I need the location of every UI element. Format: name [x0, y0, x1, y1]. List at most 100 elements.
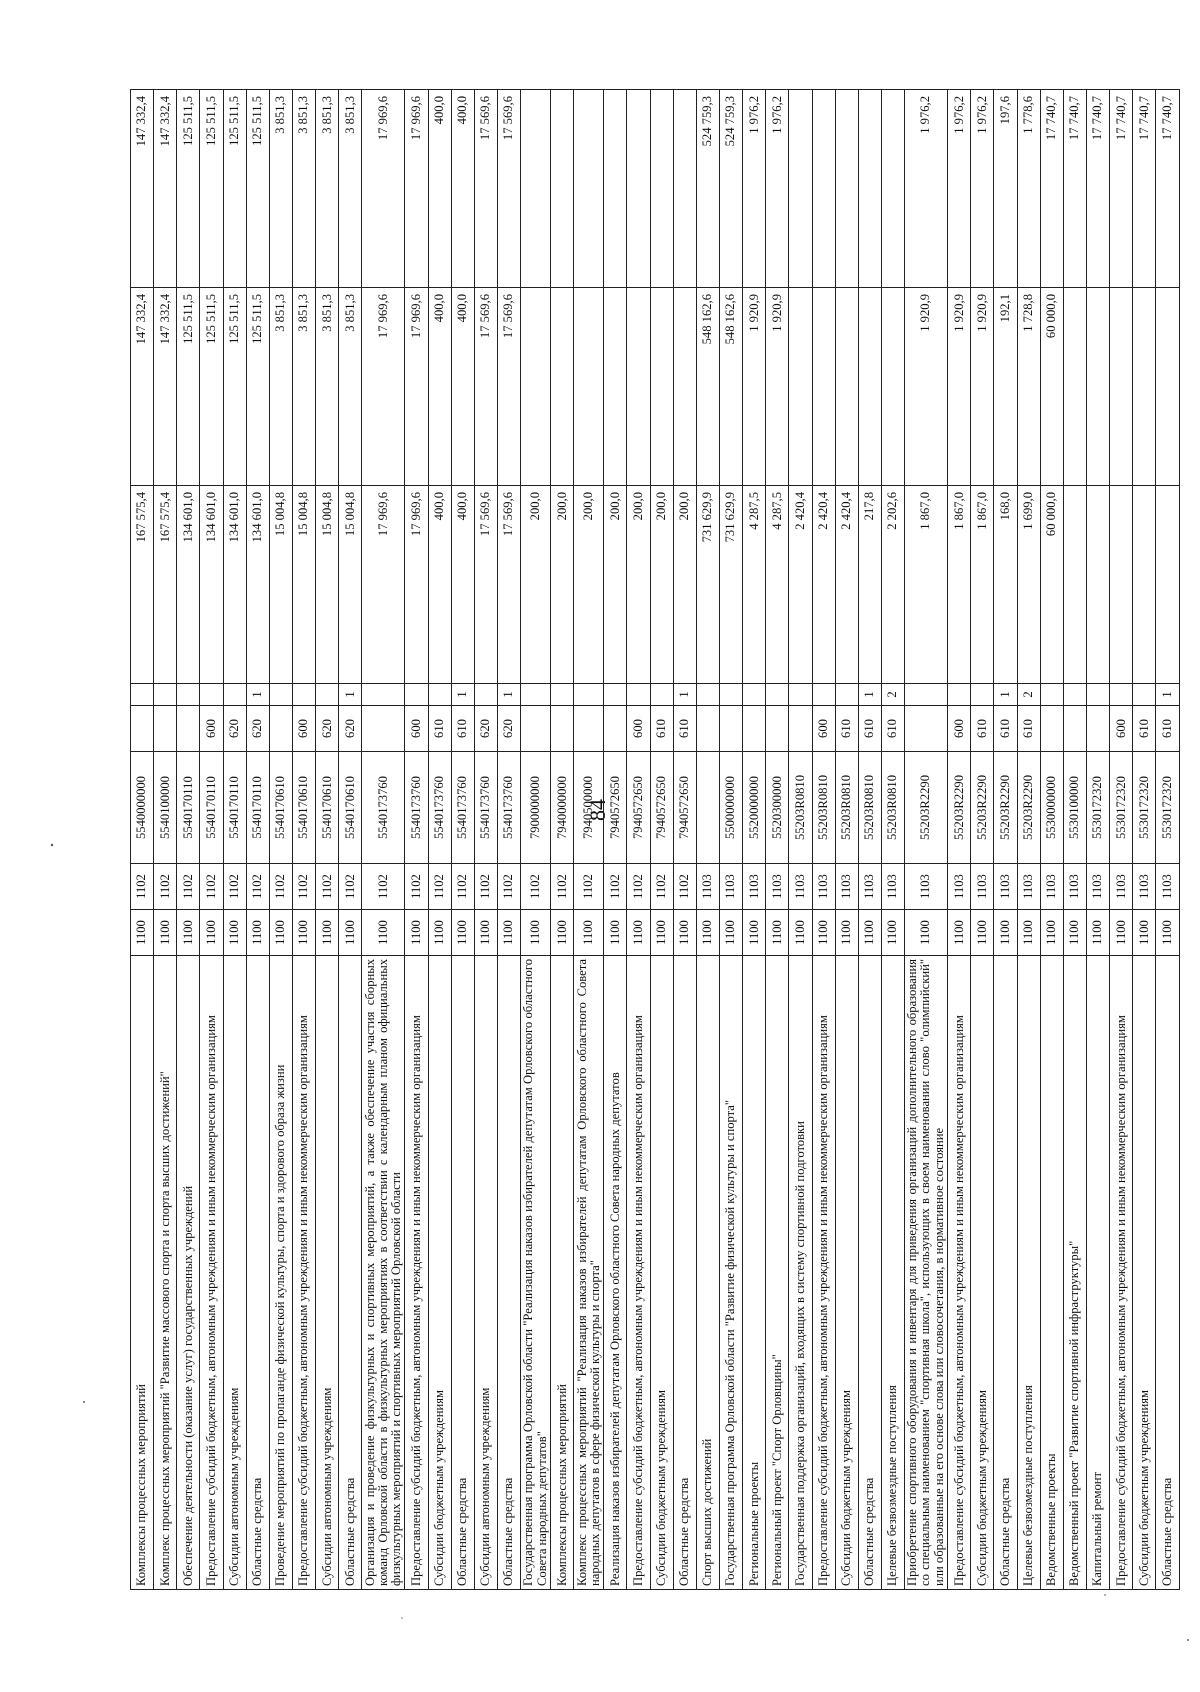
row-amount-3 — [858, 89, 882, 288]
row-section-code: 1100 — [881, 909, 905, 956]
row-source-code: 2 — [881, 683, 905, 706]
row-expense-type — [904, 705, 948, 752]
row-expense-type: 610 — [1132, 705, 1156, 752]
row-source-code — [474, 683, 498, 706]
row-amount-2: 1 728,8 — [1017, 287, 1041, 486]
row-expense-type: 600 — [947, 705, 971, 752]
row-name: Комплекс процессных мероприятий "Реализа… — [573, 955, 604, 1590]
row-target-article: 5540000000 — [130, 751, 154, 864]
row-amount-3 — [650, 89, 674, 288]
row-section-code: 1100 — [626, 909, 651, 956]
row-name: Областные средства — [1155, 955, 1180, 1590]
row-amount-2: 147 332,4 — [130, 287, 154, 486]
row-target-article: 5500000000 — [719, 751, 743, 864]
row-subsection-code: 1103 — [696, 863, 720, 910]
row-amount-1: 17 969,6 — [404, 485, 429, 684]
row-subsection-code: 1103 — [1040, 863, 1064, 910]
row-source-code: 1 — [246, 683, 270, 706]
row-target-article: 5530172320 — [1086, 751, 1110, 864]
row-name: Предоставление субсидий бюджетным, автон… — [626, 955, 651, 1590]
row-section-code: 1100 — [788, 909, 813, 956]
row-subsection-code: 1103 — [1155, 863, 1180, 910]
row-source-code — [520, 683, 551, 706]
row-amount-1: 134 601,0 — [199, 485, 224, 684]
row-amount-1: 2 420,4 — [835, 485, 859, 684]
table-row: Предоставление субсидий бюджетным, автон… — [947, 89, 971, 1590]
row-expense-type: 610 — [673, 705, 697, 752]
row-target-article: 5540170110 — [246, 751, 270, 864]
row-section-code: 1100 — [603, 909, 627, 956]
row-amount-1: 200,0 — [650, 485, 674, 684]
row-amount-1: 1 867,0 — [904, 485, 948, 684]
row-amount-2: 1 920,9 — [904, 287, 948, 486]
row-source-code — [428, 683, 452, 706]
row-section-code: 1100 — [451, 909, 475, 956]
table-row: Комплекс процессных мероприятий "Развити… — [153, 89, 177, 1590]
row-subsection-code: 1102 — [269, 863, 293, 910]
row-name: Комплексы процессных мероприятий — [130, 955, 154, 1590]
row-subsection-code: 1103 — [1086, 863, 1110, 910]
row-amount-3: 524 759,3 — [696, 89, 720, 288]
row-source-code: 2 — [1017, 683, 1041, 706]
table-row: Ведомственный проект "Развитие спортивно… — [1063, 89, 1087, 1590]
row-section-code: 1100 — [497, 909, 521, 956]
row-amount-3: 1 976,2 — [904, 89, 948, 288]
row-amount-2 — [1132, 287, 1156, 486]
row-name: Субсидии автономным учреждениям — [474, 955, 498, 1590]
row-expense-type: 620 — [315, 705, 339, 752]
row-amount-3: 1 976,2 — [970, 89, 994, 288]
row-subsection-code: 1102 — [246, 863, 270, 910]
row-name: Предоставление субсидий бюджетным, автон… — [947, 955, 971, 1590]
row-name: Капитальный ремонт — [1086, 955, 1110, 1590]
row-target-article: 5540100000 — [153, 751, 177, 864]
row-target-article: 55203R0810 — [858, 751, 882, 864]
row-source-code — [269, 683, 293, 706]
row-subsection-code: 1102 — [130, 863, 154, 910]
row-amount-3: 1 976,2 — [742, 89, 766, 288]
row-section-code: 1100 — [573, 909, 604, 956]
row-subsection-code: 1102 — [338, 863, 362, 910]
row-target-article: 5530172320 — [1109, 751, 1133, 864]
row-amount-1: 731 629,9 — [719, 485, 743, 684]
row-expense-type — [176, 705, 200, 752]
row-amount-3: 17 569,6 — [497, 89, 521, 288]
row-section-code: 1100 — [404, 909, 429, 956]
row-amount-2: 548 162,6 — [719, 287, 743, 486]
row-source-code — [550, 683, 574, 706]
row-amount-2: 60 000,0 — [1040, 287, 1064, 486]
row-name: Областные средства — [673, 955, 697, 1590]
row-section-code: 1100 — [970, 909, 994, 956]
row-name: Государственная программа Орловской обла… — [520, 955, 551, 1590]
row-amount-2: 17 569,6 — [474, 287, 498, 486]
row-source-code — [292, 683, 316, 706]
row-target-article: 5530172320 — [1132, 751, 1156, 864]
row-amount-2: 1 920,9 — [765, 287, 789, 486]
row-source-code — [361, 683, 405, 706]
row-amount-1: 2 420,4 — [812, 485, 836, 684]
row-subsection-code: 1102 — [673, 863, 697, 910]
row-name: Субсидии бюджетным учреждениям — [650, 955, 674, 1590]
row-amount-2 — [881, 287, 905, 486]
row-name: Ведомственный проект "Развитие спортивно… — [1063, 955, 1087, 1590]
row-amount-3: 197,6 — [993, 89, 1017, 288]
row-amount-1: 4 287,5 — [765, 485, 789, 684]
row-target-article: 5540170610 — [315, 751, 339, 864]
table-row: Проведение мероприятий по пропаганде физ… — [269, 89, 293, 1590]
row-amount-2: 17 569,6 — [497, 287, 521, 486]
row-target-article: 7900000000 — [520, 751, 551, 864]
row-section-code: 1100 — [520, 909, 551, 956]
row-expense-type: 610 — [881, 705, 905, 752]
row-name: Субсидии бюджетным учреждениям — [970, 955, 994, 1590]
row-target-article: 55203R2290 — [1017, 751, 1041, 864]
row-subsection-code: 1102 — [520, 863, 551, 910]
row-amount-3 — [550, 89, 574, 288]
row-amount-3: 17 740,7 — [1063, 89, 1087, 288]
row-amount-3: 3 851,3 — [269, 89, 293, 288]
row-target-article: 5540170110 — [199, 751, 224, 864]
row-target-article: 7940572650 — [626, 751, 651, 864]
